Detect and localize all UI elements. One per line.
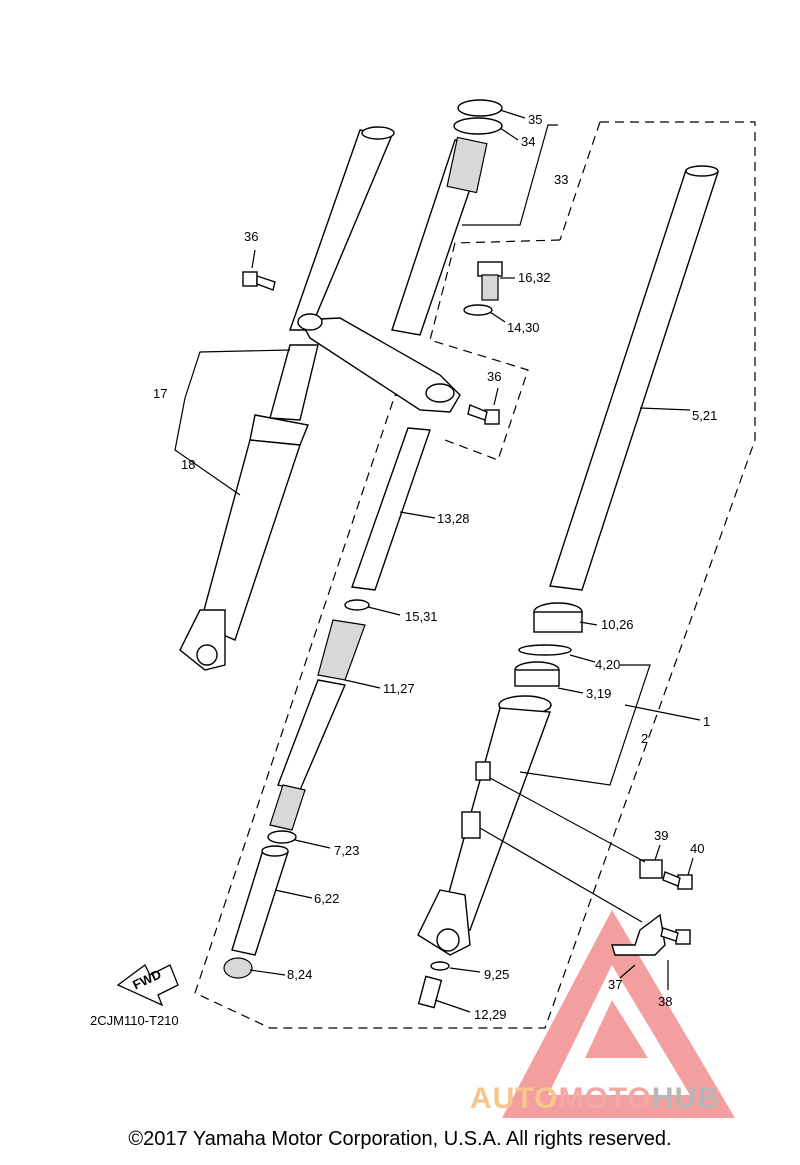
spacer-13 bbox=[351, 427, 431, 591]
callout-1: 1 bbox=[703, 714, 710, 729]
oil-seal-10 bbox=[533, 602, 583, 633]
callout-36-left: 36 bbox=[244, 229, 258, 244]
watermark-part-1: AUTO bbox=[470, 1082, 559, 1115]
group-outline-1 bbox=[194, 121, 756, 1029]
callout-16-32: 16,32 bbox=[518, 270, 551, 285]
cap-bolt-16 bbox=[477, 261, 503, 301]
group-outline-33 bbox=[429, 239, 561, 461]
callout-8-24: 8,24 bbox=[287, 967, 312, 982]
callout-37: 37 bbox=[608, 977, 622, 992]
watermark-logo bbox=[502, 910, 735, 1118]
spring-8 bbox=[223, 957, 253, 979]
callout-6-22: 6,22 bbox=[314, 891, 339, 906]
washer-15 bbox=[344, 599, 370, 611]
group-outline-inner bbox=[559, 121, 601, 241]
bracket-37 bbox=[611, 913, 666, 956]
spring-11 bbox=[269, 619, 366, 831]
watermark-part-3: HUB bbox=[651, 1082, 720, 1115]
watermark-text: AUTOMOTOHUB bbox=[470, 1082, 720, 1116]
ring-7 bbox=[267, 830, 297, 844]
diagram-code: 2CJM110-T210 bbox=[90, 1013, 179, 1028]
callout-36-right: 36 bbox=[487, 369, 501, 384]
nut-35 bbox=[457, 99, 503, 117]
left-fork-assembly bbox=[179, 126, 395, 671]
bolt-40 bbox=[662, 871, 693, 890]
washer-9 bbox=[430, 961, 450, 971]
callout-35: 35 bbox=[528, 112, 542, 127]
callout-11-27: 11,27 bbox=[383, 681, 415, 696]
clip-4 bbox=[518, 644, 572, 656]
bushing-3 bbox=[514, 661, 560, 687]
leader-lines bbox=[174, 109, 701, 1013]
callout-14-30: 14,30 bbox=[507, 320, 540, 335]
callout-17: 17 bbox=[153, 386, 167, 401]
callout-13-28: 13,28 bbox=[437, 511, 470, 526]
washer-34 bbox=[453, 117, 503, 135]
callout-5-21: 5,21 bbox=[692, 408, 717, 423]
callout-7-23: 7,23 bbox=[334, 843, 359, 858]
callout-2: 2 bbox=[641, 731, 648, 746]
callout-34: 34 bbox=[521, 134, 535, 149]
outer-tube-5 bbox=[549, 169, 719, 591]
steering-stem bbox=[297, 136, 488, 413]
clamp-39 bbox=[639, 859, 663, 879]
copyright-notice: ©2017 Yamaha Motor Corporation, U.S.A. A… bbox=[128, 1128, 672, 1150]
callout-33: 33 bbox=[554, 172, 568, 187]
bolt-12 bbox=[417, 975, 443, 1009]
callout-4-20: 4,20 bbox=[595, 657, 620, 672]
callout-38: 38 bbox=[658, 994, 672, 1009]
callout-40: 40 bbox=[690, 841, 704, 856]
bolt-38 bbox=[660, 927, 691, 945]
fwd-arrow-icon bbox=[116, 964, 179, 1007]
callout-18: 18 bbox=[181, 457, 195, 472]
callout-3-19: 3,19 bbox=[586, 686, 611, 701]
callout-10-26: 10,26 bbox=[601, 617, 634, 632]
bolt-36-right bbox=[467, 404, 500, 425]
watermark-part-2: MOTO bbox=[558, 1082, 652, 1115]
damper-rod-6 bbox=[231, 849, 289, 956]
bolt-36-left bbox=[242, 271, 276, 291]
callout-12-29: 12,29 bbox=[474, 1007, 507, 1022]
lower-tube-2 bbox=[417, 695, 552, 956]
callout-9-25: 9,25 bbox=[484, 967, 509, 982]
callout-39: 39 bbox=[654, 828, 668, 843]
o-ring-14 bbox=[463, 304, 493, 316]
callout-15-31: 15,31 bbox=[405, 609, 438, 624]
